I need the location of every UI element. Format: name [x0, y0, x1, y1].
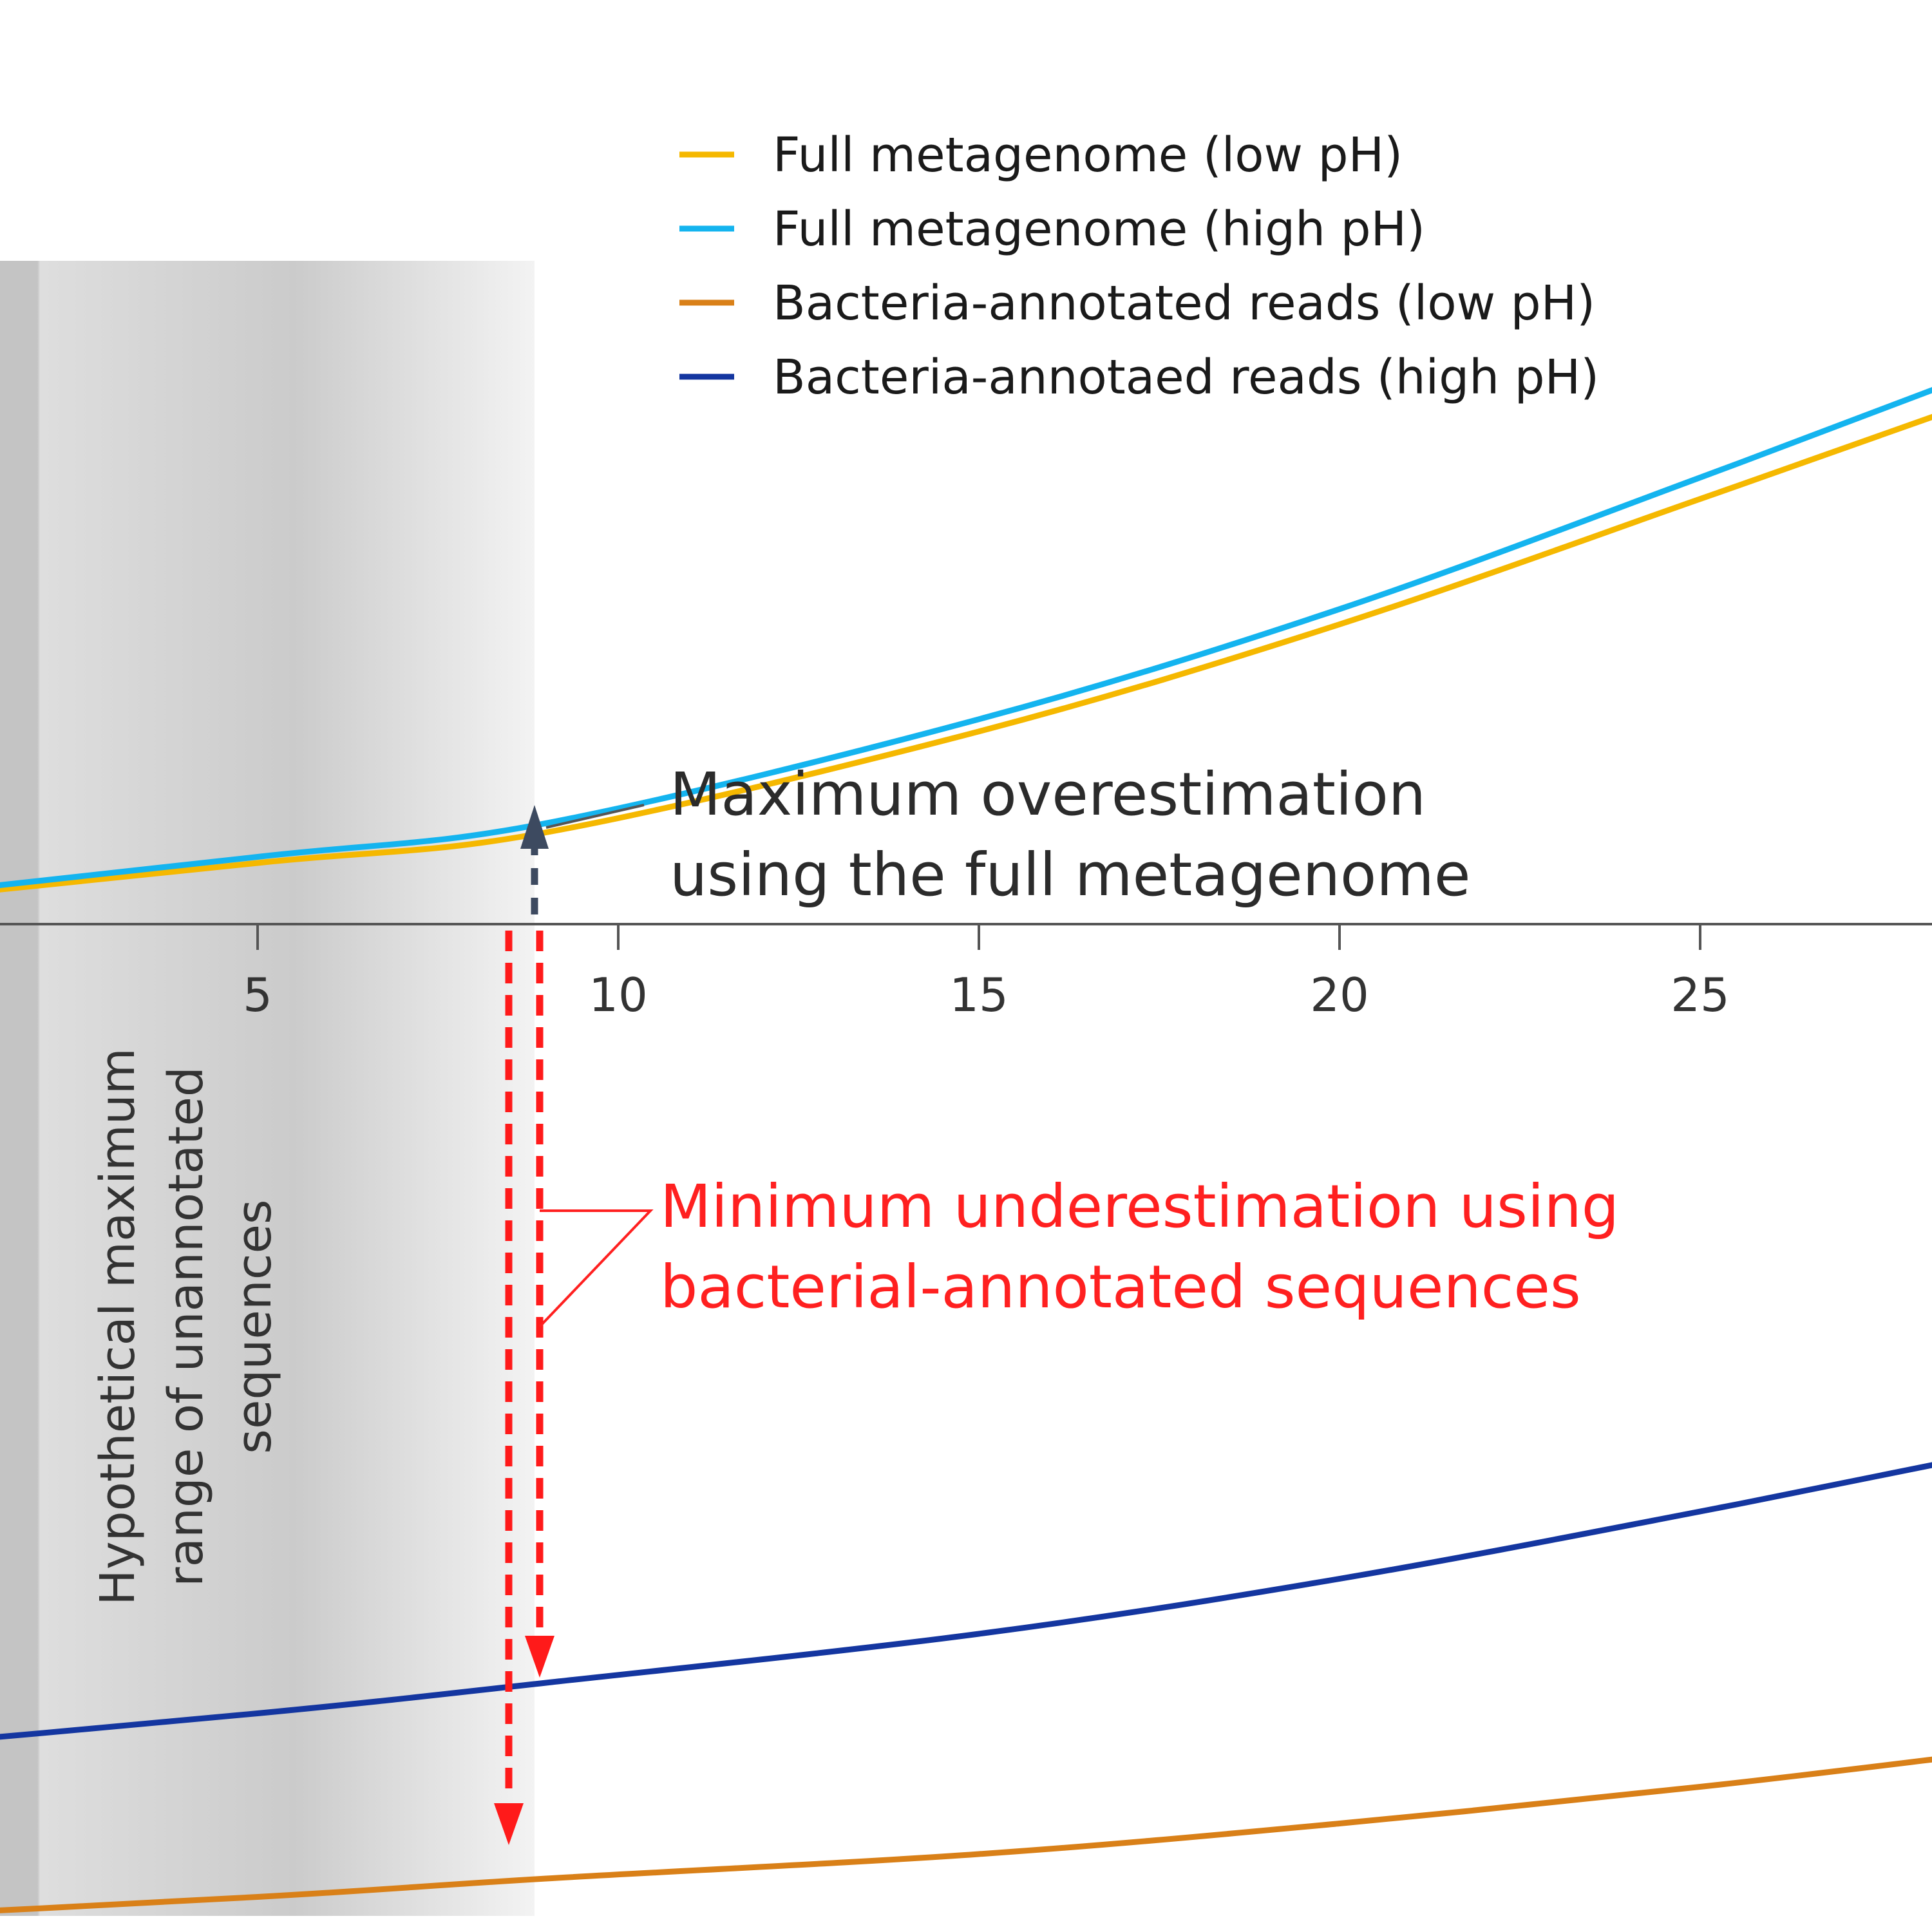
legend-label-2: Full metagenome (high pH): [773, 202, 1425, 257]
underestimation-annotation-line-1: Minimum underestimation using: [660, 1172, 1619, 1241]
x-tick-label-15: 15: [949, 968, 1009, 1022]
legend-label-4: Bacteria-annotaed reads (high pH): [773, 350, 1599, 405]
series-line-4: [0, 1462, 1932, 1740]
overestimation-annotation-line-2: using the full metagenome: [670, 840, 1471, 909]
series-line-1: [0, 413, 1932, 893]
x-tick-label-5: 5: [243, 968, 272, 1022]
x-tick-label-10: 10: [589, 968, 648, 1022]
underestimation-arrow-low-ph: [494, 931, 524, 1845]
underestimation-leader-line: [538, 1209, 654, 1328]
overestimation-annotation-line-1: Maximum overestimation: [670, 760, 1426, 829]
x-tick-label-20: 20: [1310, 968, 1369, 1022]
overestimation-leader-line: [545, 804, 645, 829]
ticks-layer: 5 10 15 20 25: [243, 924, 1730, 1022]
series-line-2: [0, 387, 1932, 888]
band-label-line-3: sequences: [227, 1199, 282, 1454]
legend-label-3: Bacteria-annotated reads (low pH): [773, 276, 1595, 331]
overestimation-arrow: [520, 805, 549, 914]
x-tick-label-25: 25: [1671, 968, 1730, 1022]
band-label-line-2: range of unannotated: [158, 1066, 214, 1587]
underestimation-annotation-line-2: bacterial-annotated sequences: [660, 1253, 1581, 1321]
band-label-line-1: Hypothetical maximum: [90, 1048, 146, 1605]
legend: Full metagenome (low pH) Full metagenome …: [679, 128, 1599, 405]
legend-label-1: Full metagenome (low pH): [773, 128, 1403, 183]
series-line-3: [0, 1756, 1932, 1913]
band-label: Hypothetical maximum range of unannotate…: [90, 1048, 282, 1605]
series-layer: [0, 387, 1932, 1913]
underestimation-arrow-high-ph: [525, 931, 554, 1678]
unannotated-range-band: [0, 261, 535, 1916]
